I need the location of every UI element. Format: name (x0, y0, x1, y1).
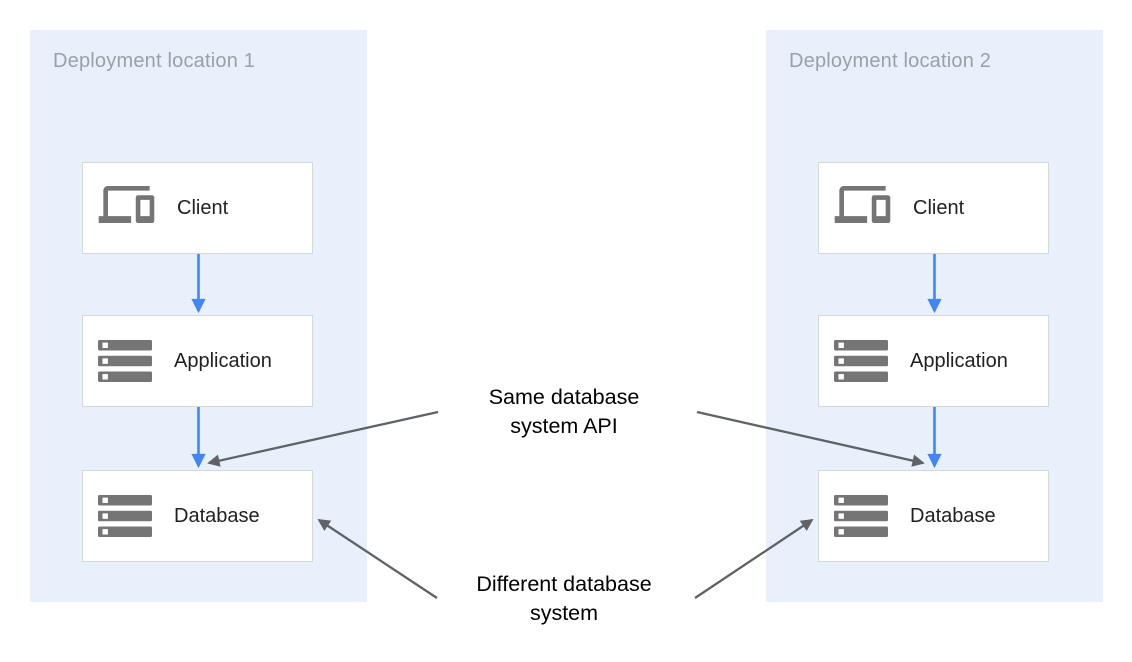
node-database-right: Database (818, 470, 1049, 562)
panel-title: Deployment location 1 (53, 50, 256, 72)
node-label: Client (913, 196, 965, 219)
node-application-left: Application (82, 315, 313, 407)
node-label: Application (910, 349, 1008, 372)
storage-icon (98, 340, 152, 382)
annotation-different-database-system: Different database system (476, 572, 652, 625)
storage-icon (98, 495, 152, 537)
node-label: Database (910, 504, 996, 527)
node-database-left: Database (82, 470, 313, 562)
node-client-left: Client (82, 162, 313, 254)
panel-title: Deployment location 2 (789, 50, 992, 72)
panel-deployment-location-1: Deployment location 1 Client Application (30, 30, 367, 602)
panel-deployment-location-2: Deployment location 2 Client Application (766, 30, 1103, 602)
node-application-right: Application (818, 315, 1049, 407)
node-label: Application (174, 349, 272, 372)
annotation-same-database-system-api: Same database system API (488, 385, 640, 438)
devices-icon (834, 186, 891, 224)
storage-icon (834, 340, 888, 382)
node-label: Database (174, 504, 260, 527)
storage-icon (834, 495, 888, 537)
node-client-right: Client (818, 162, 1049, 254)
devices-icon (98, 186, 155, 224)
node-label: Client (177, 196, 229, 219)
